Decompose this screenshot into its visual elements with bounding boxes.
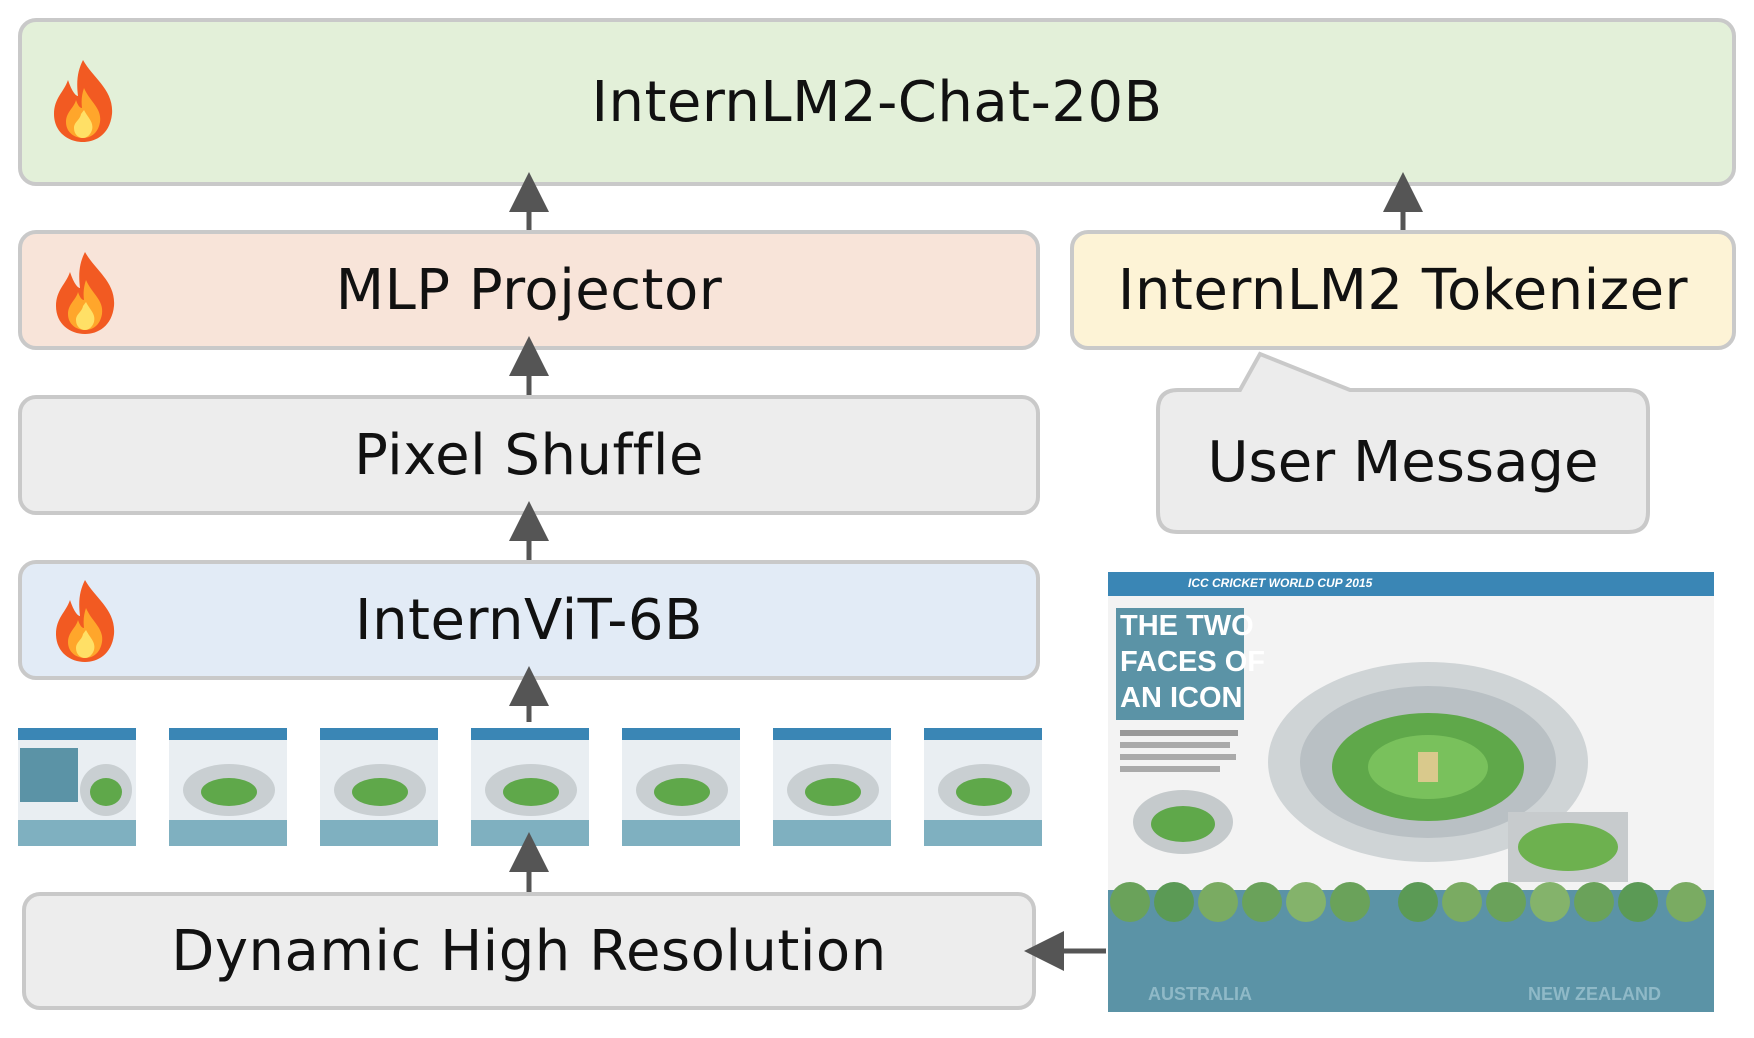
mlp-projector-box: MLP Projector [18, 230, 1040, 350]
tokenizer-box: InternLM2 Tokenizer [1070, 230, 1736, 350]
llm-label: InternLM2-Chat-20B [591, 69, 1163, 135]
dynamic-high-resolution-label: Dynamic High Resolution [171, 918, 887, 984]
image-tile [924, 728, 1042, 846]
poster-title-line-2: FACES OF [1120, 646, 1266, 678]
user-message-bubble [1156, 351, 1650, 534]
user-message-label: User Message [1207, 429, 1599, 495]
image-tile [773, 728, 891, 846]
image-tile [169, 728, 287, 846]
stadium-illustration [1268, 662, 1628, 882]
image-tile [320, 728, 438, 846]
pixel-shuffle-box: Pixel Shuffle [18, 395, 1040, 515]
internvit-label: InternViT-6B [355, 587, 703, 653]
image-tile [18, 728, 136, 846]
poster-header: ICC CRICKET WORLD CUP 2015 [1188, 576, 1373, 590]
small-stadium-illustration [1133, 790, 1233, 854]
fire-icon [56, 580, 115, 662]
input-image: ICC CRICKET WORLD CUP 2015 THE TWO FACES… [1108, 572, 1714, 1012]
llm-box: InternLM2-Chat-20B [18, 18, 1736, 186]
poster-footer-right: NEW ZEALAND [1528, 984, 1661, 1004]
mlp-projector-label: MLP Projector [335, 257, 723, 323]
poster-title-line-3: AN ICON [1120, 682, 1243, 714]
fire-icon [54, 60, 113, 142]
fire-icon [56, 252, 115, 334]
venue-row [1110, 882, 1706, 922]
poster-title-line-1: THE TWO [1120, 610, 1254, 642]
tokenizer-label: InternLM2 Tokenizer [1117, 257, 1689, 323]
poster-footer-left: AUSTRALIA [1148, 984, 1252, 1004]
pixel-shuffle-label: Pixel Shuffle [354, 422, 704, 488]
image-tile [471, 728, 589, 846]
image-tile [622, 728, 740, 846]
